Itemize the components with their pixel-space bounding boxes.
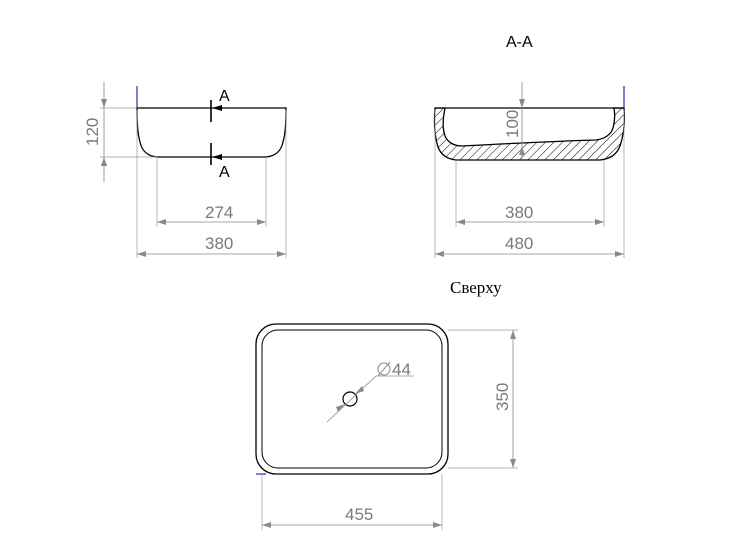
drain-diameter-label: 44 [392,360,411,379]
drain-leader-line [326,375,377,423]
top-view-title: Сверху [450,278,502,297]
front-inner-width-label: 274 [205,203,233,222]
top-width-label: 455 [345,505,373,524]
section-outer-width-label: 480 [505,234,533,253]
section-view: A-A 100 380 480 [433,34,626,258]
section-depth-label: 100 [503,110,522,138]
section-cut-upper-arrow [212,105,222,111]
top-depth-label: 350 [493,383,512,411]
top-view: Сверху 44 350 455 [255,278,518,530]
front-view: A A 120 274 380 [83,82,287,258]
diameter-icon [377,361,391,377]
top-basin-inner [261,329,443,469]
section-cut-lower-arrow [212,154,222,160]
section-inner-width-label: 380 [505,203,533,222]
drain-hole [342,391,358,407]
front-height-label: 120 [83,118,102,146]
section-mark-lower: A [219,164,230,181]
top-basin-outer [255,323,449,475]
section-hatched-wall [433,107,626,161]
section-title: A-A [506,34,533,51]
front-outer-width-label: 380 [205,234,233,253]
section-mark-upper: A [219,88,230,105]
